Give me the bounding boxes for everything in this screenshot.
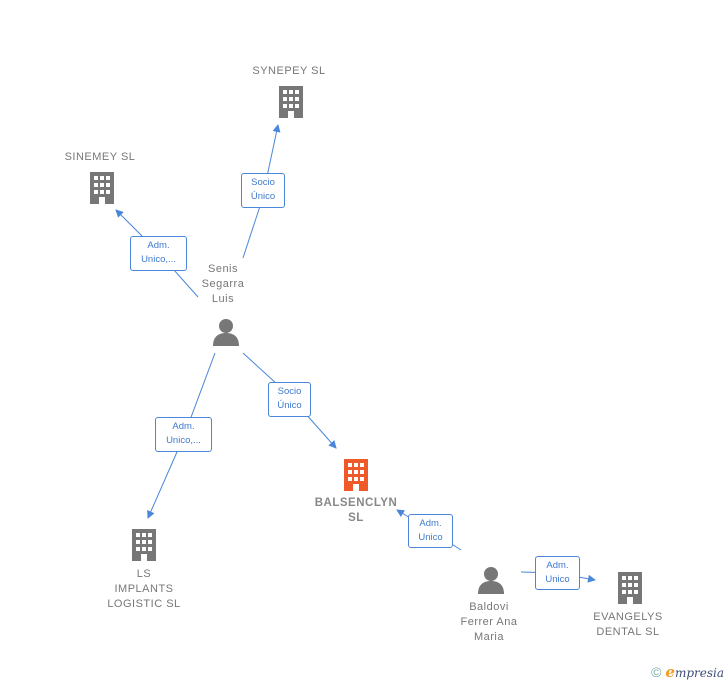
evangelys-building-icon[interactable] <box>618 572 642 604</box>
edge-label-senis-balsenclyn[interactable]: Socio Único <box>268 382 311 417</box>
edge-label-baldovi-balsenclyn[interactable]: Adm. Unico <box>408 514 453 548</box>
synepey-building-icon[interactable] <box>279 86 303 118</box>
edge-label-senis-synepey[interactable]: Socio Único <box>241 173 285 208</box>
edge-label-senis-sinemey[interactable]: Adm. Unico,... <box>130 236 187 271</box>
baldovi-person-icon[interactable] <box>478 567 504 594</box>
brand-logo: empresia <box>665 663 724 681</box>
node-label-evangelys[interactable]: EVANGELYS DENTAL SL <box>593 611 663 638</box>
node-label-balsenclyn[interactable]: BALSENCLYN SL <box>314 497 398 524</box>
node-label-synepey[interactable]: SYNEPEY SL <box>252 65 326 77</box>
node-label-baldovi[interactable]: Baldovi Ferrer Ana Maria <box>460 601 518 643</box>
edge-label-baldovi-evangelys[interactable]: Adm. Unico <box>535 556 580 590</box>
sinemey-building-icon[interactable] <box>90 172 114 204</box>
copyright-icon: © <box>651 664 662 680</box>
edge-label-senis-ls[interactable]: Adm. Unico,... <box>155 417 212 452</box>
footer-brand: ©empresia <box>651 663 724 681</box>
node-label-senis[interactable]: Senis Segarra Luis <box>201 263 245 305</box>
senis-person-icon[interactable] <box>213 319 239 346</box>
ls-implants-building-icon[interactable] <box>132 529 156 561</box>
node-label-ls-implants[interactable]: LS IMPLANTS LOGISTIC SL <box>107 568 181 610</box>
node-label-sinemey[interactable]: SINEMEY SL <box>64 151 136 163</box>
balsenclyn-building-icon[interactable] <box>344 459 368 491</box>
